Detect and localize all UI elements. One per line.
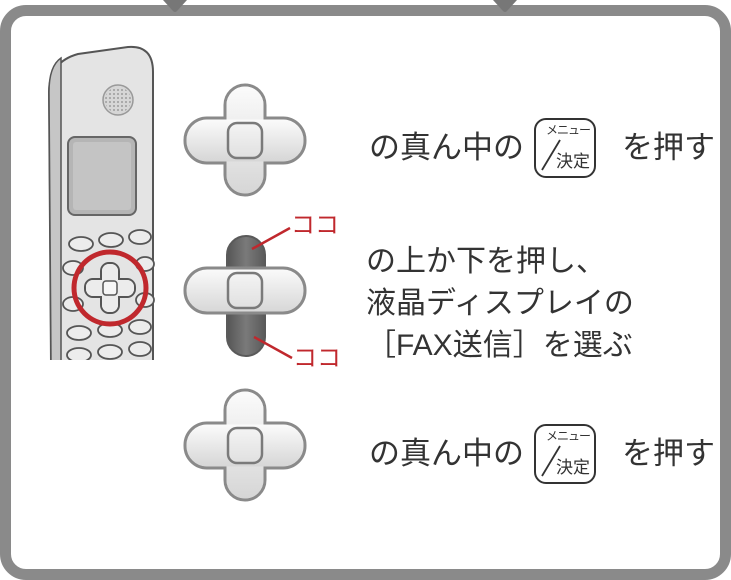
phone-side xyxy=(48,56,62,360)
phone-handset-icon xyxy=(47,45,155,360)
step2-line-3: ［FAX送信］を選ぶ xyxy=(366,329,633,362)
dpad-icon-step3 xyxy=(183,388,307,502)
top-arrow-tip-right xyxy=(493,0,517,12)
step3-text-after: を押す xyxy=(622,436,715,471)
phone-screen-inner xyxy=(73,142,131,210)
key-label-bottom: 決定 xyxy=(556,458,590,477)
phone-button xyxy=(128,319,152,335)
dpad-center-button xyxy=(226,426,264,465)
callout-label-down: ココ xyxy=(293,345,341,372)
menu-confirm-key-icon: メニュー 決定 xyxy=(534,118,596,178)
phone-button xyxy=(66,347,92,360)
phone-speaker-grille xyxy=(105,87,131,113)
dpad-center-button xyxy=(226,271,264,310)
menu-confirm-key-icon: メニュー 決定 xyxy=(534,424,596,484)
phone-dpad-icon xyxy=(84,262,136,314)
callout-line-up xyxy=(251,226,291,251)
dpad-icon-step1 xyxy=(183,83,307,197)
step1-text-after: を押す xyxy=(622,130,715,165)
dpad-icon-step2 xyxy=(183,235,307,357)
phone-button xyxy=(128,229,152,245)
step2-line-2: 液晶ディスプレイの xyxy=(366,287,634,320)
key-label-top: メニュー xyxy=(545,429,591,443)
key-label-top: メニュー xyxy=(545,123,591,137)
phone-button xyxy=(98,232,124,248)
phone-button xyxy=(66,325,92,341)
highlight-circle xyxy=(71,249,149,327)
key-slash-icon xyxy=(541,139,561,171)
top-arrow-tip-left xyxy=(163,0,187,12)
dpad-center-button xyxy=(226,121,264,160)
step1-text-before: の真ん中の xyxy=(369,130,524,165)
phone-button xyxy=(68,236,94,252)
key-slash-icon xyxy=(541,445,561,477)
callout-line-down xyxy=(253,335,293,360)
step2-line-1: の上か下を押し、 xyxy=(366,245,606,278)
phone-button xyxy=(97,344,123,360)
phone-button xyxy=(128,341,152,357)
key-label-bottom: 決定 xyxy=(556,152,590,171)
step3-text-before: の真ん中の xyxy=(369,436,524,471)
step2-text: の上か下を押し、 液晶ディスプレイの ［FAX送信］を選ぶ xyxy=(366,241,634,367)
callout-label-up: ココ xyxy=(291,212,339,239)
